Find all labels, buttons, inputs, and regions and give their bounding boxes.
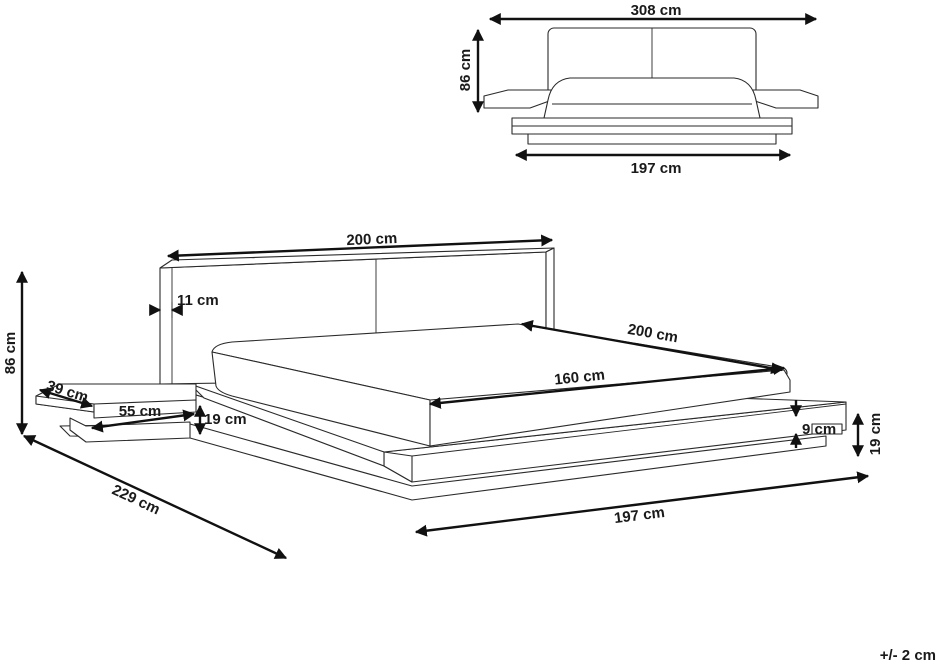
front-width-bottom-dimension: 197 cm — [514, 149, 792, 177]
nightstand-width-label: 55 cm — [119, 403, 162, 420]
front-width-bottom-label: 197 cm — [631, 160, 682, 177]
front-width-top-label: 308 cm — [631, 2, 682, 19]
mattress-width-dimension: 160 cm — [428, 363, 786, 409]
front-width-top-dimension: 308 cm — [488, 2, 818, 25]
tolerance-note: +/- 2 cm — [880, 647, 936, 664]
front-view-drawing — [483, 27, 819, 145]
nightstand-width-dimension: 55 cm — [90, 403, 196, 433]
front-height-dimension: 86 cm — [457, 28, 484, 114]
mattress-width-label: 160 cm — [553, 366, 605, 388]
base-height-dimension: 19 cm — [852, 413, 884, 458]
headboard-width-dimension: 200 cm — [166, 230, 554, 262]
platform-step-label: 9 cm — [802, 421, 836, 438]
headboard-thickness-label: 11 cm — [177, 292, 219, 309]
bed-length-label: 200 cm — [626, 321, 679, 347]
platform-step-dimension: 9 cm — [790, 400, 836, 448]
frame-width-dimension: 197 cm — [414, 471, 870, 537]
front-height-label: 86 cm — [457, 49, 474, 92]
total-height-label: 86 cm — [2, 332, 19, 375]
frame-width-label: 197 cm — [613, 504, 666, 527]
nightstand-height-dimension: 19 cm — [194, 404, 247, 436]
total-height-dimension: 86 cm — [2, 270, 28, 436]
base-height-label: 19 cm — [867, 413, 884, 456]
nightstand-height-label: 19 cm — [204, 411, 247, 428]
headboard-width-label: 200 cm — [346, 230, 398, 249]
headboard-thickness-dimension: 11 cm — [149, 292, 219, 318]
